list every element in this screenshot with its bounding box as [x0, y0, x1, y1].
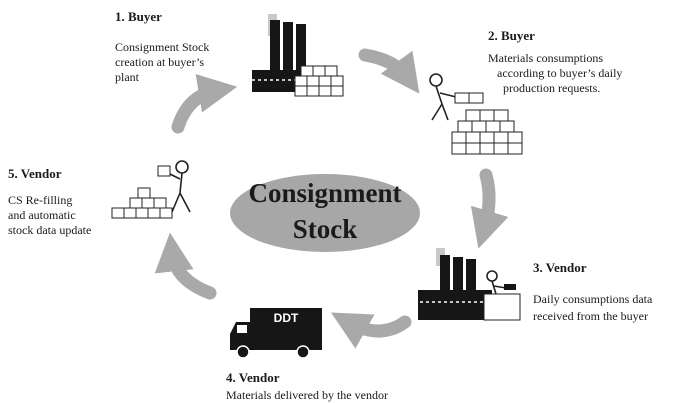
center-ellipse [230, 174, 420, 252]
step-2-description-line2: according to buyer’s daily [497, 66, 623, 80]
arrow-1-to-2 [358, 48, 420, 94]
worker-picking-boxes-icon [429, 73, 523, 155]
step-3-description-line1: Daily consumptions data [533, 292, 653, 306]
step-5-description-line1: CS Re-filling [8, 193, 73, 207]
step-4-heading: 4. Vendor [226, 370, 280, 385]
step-1-description-line1: Consignment Stock [115, 40, 210, 54]
step-4-description-line1: Materials delivered by the vendor [226, 388, 388, 402]
step-3-description-line2: received from the buyer [533, 309, 648, 323]
step-5-description-line2: and automatic [8, 208, 76, 222]
center-title-line1: Consignment [248, 178, 401, 208]
center-title-line2: Stock [293, 214, 358, 244]
factory-with-operator-icon [418, 248, 521, 321]
worker-refilling-stock-icon [111, 160, 191, 219]
step-1-heading: 1. Buyer [115, 9, 162, 24]
truck-label: DDT [274, 311, 299, 325]
arrow-4-to-5 [154, 232, 217, 300]
step-5-heading: 5. Vendor [8, 166, 62, 181]
step-1-description-line3: plant [115, 70, 139, 84]
delivery-truck-icon: DDT [230, 308, 322, 359]
arrow-2-to-3 [470, 168, 509, 249]
arrow-3-to-4 [331, 312, 412, 349]
factory-with-stock-icon [252, 14, 344, 97]
step-2-description-line3: production requests. [503, 81, 601, 95]
step-1-description-line2: creation at buyer’s [115, 55, 205, 69]
cycle-arrows [154, 48, 509, 349]
step-2-heading: 2. Buyer [488, 28, 535, 43]
step-5-description-line3: stock data update [8, 223, 92, 237]
step-2-description-line1: Materials consumptions [488, 51, 603, 65]
step-3-heading: 3. Vendor [533, 260, 587, 275]
arrow-5-to-1 [171, 73, 238, 134]
